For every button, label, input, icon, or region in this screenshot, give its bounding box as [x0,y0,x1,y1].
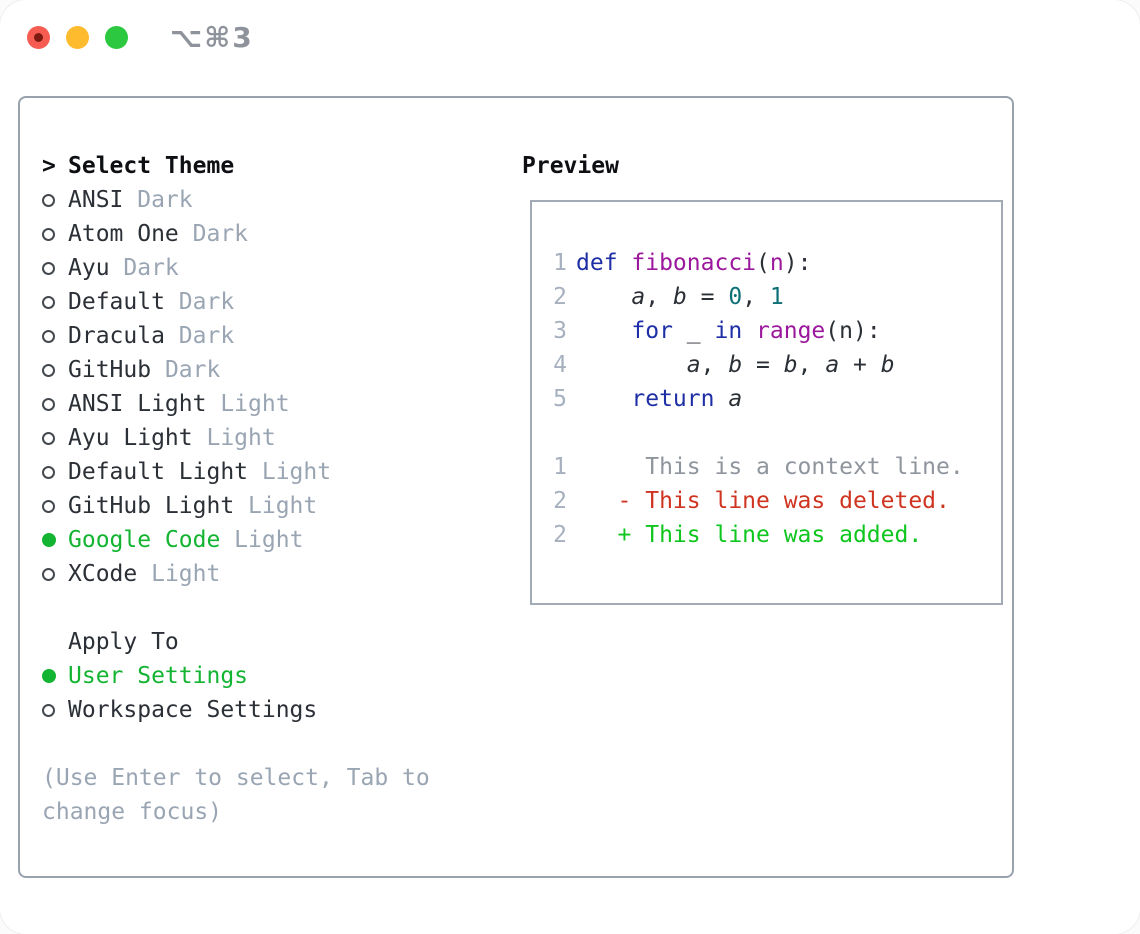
option-variant-label: Dark [178,221,249,247]
radio-icon [42,397,55,411]
option-variant-label: Dark [151,357,221,383]
option-label: XCode [68,561,138,587]
theme-option-xcode[interactable]: XCode Light [42,557,457,591]
preview-title: Preview [522,153,619,179]
preview-diff-line-del: 2 - This line was deleted. [553,488,950,514]
radio-icon [42,261,55,275]
theme-option-dracula[interactable]: Dracula Dark [42,319,457,353]
radio-selected-icon [42,533,56,547]
preview-diff-line-add: 2 + This line was added. [553,522,923,548]
option-label: Default Light [68,459,249,485]
preview-code-line: 4 a, b = b, a + b [553,352,895,378]
theme-option-ansi[interactable]: ANSI Dark [42,183,457,217]
option-variant-label: Dark [109,255,179,281]
radio-icon [42,193,55,207]
theme-option-ayu[interactable]: Ayu Dark [42,251,457,285]
preview-code-line: 5 return a [553,386,743,412]
option-label: GitHub [68,357,152,383]
theme-option-ansi-light[interactable]: ANSI Light Light [42,387,457,421]
theme-option-github[interactable]: GitHub Dark [42,353,457,387]
option-label: Google Code [68,527,221,553]
option-variant-label: Dark [164,323,235,349]
option-label: Atom One [68,221,179,247]
minimize-button[interactable] [66,26,89,49]
option-variant-label: Dark [164,289,235,315]
radio-icon [42,567,55,581]
option-variant-label: Light [137,561,221,587]
window-shortcut-label: ⌥⌘3 [170,21,254,54]
option-variant-label: Dark [123,187,193,213]
line-number: 2 [553,488,567,514]
option-label: Dracula [68,323,165,349]
theme-selector-title: Select Theme [68,153,235,179]
prompt-icon: > [42,153,56,179]
option-variant-label: Light [248,459,332,485]
close-dot-icon [34,33,43,42]
radio-selected-icon [42,669,56,683]
option-variant-label: Light [192,425,276,451]
line-number: 5 [553,386,567,412]
radio-icon [42,227,55,241]
option-label: Ayu Light [68,425,193,451]
theme-selector-header: > Select Theme [42,149,457,183]
option-label: Workspace Settings [68,697,318,723]
line-number: 3 [553,318,567,344]
close-button[interactable] [27,26,50,49]
line-number: 2 [553,522,567,548]
radio-icon [42,703,55,717]
theme-option-atom-one[interactable]: Atom One Dark [42,217,457,251]
apply-to-title: Apply To [68,629,179,655]
line-number: 4 [553,352,567,378]
option-label: ANSI [68,187,124,213]
option-variant-label: Light [220,527,304,553]
apply-option-user-settings[interactable]: User Settings [42,659,457,693]
preview-code-line: 2 a, b = 0, 1 [553,284,784,310]
option-variant-label: Light [206,391,290,417]
preview-code-line: 3 for _ in range(n): [553,318,881,344]
line-number: 2 [553,284,567,310]
radio-icon [42,499,55,513]
option-label: GitHub Light [68,493,235,519]
line-number: 1 [553,250,567,276]
option-variant-label: Light [234,493,318,519]
hint-text: (Use Enter to select, Tab to change focu… [42,765,430,825]
titlebar: ⌥⌘3 [27,21,254,54]
apply-option-workspace-settings[interactable]: Workspace Settings [42,693,457,727]
theme-option-default[interactable]: Default Dark [42,285,457,319]
theme-option-default-light[interactable]: Default Light Light [42,455,457,489]
radio-icon [42,431,55,445]
option-label: Default [68,289,165,315]
radio-icon [42,465,55,479]
preview-blank-line [552,420,1001,454]
maximize-button[interactable] [105,26,128,49]
radio-icon [42,295,55,309]
radio-icon [42,363,55,377]
line-number: 1 [553,454,567,480]
preview-diff-line-ctx: 1 This is a context line. [553,454,964,480]
option-label: User Settings [68,663,249,689]
option-label: ANSI Light [68,391,207,417]
theme-option-google-code[interactable]: Google Code Light [42,523,457,557]
theme-option-ayu-light[interactable]: Ayu Light Light [42,421,457,455]
apply-to-header: Apply To [42,625,457,659]
theme-option-github-light[interactable]: GitHub Light Light [42,489,457,523]
radio-icon [42,329,55,343]
option-label: Ayu [68,255,110,281]
